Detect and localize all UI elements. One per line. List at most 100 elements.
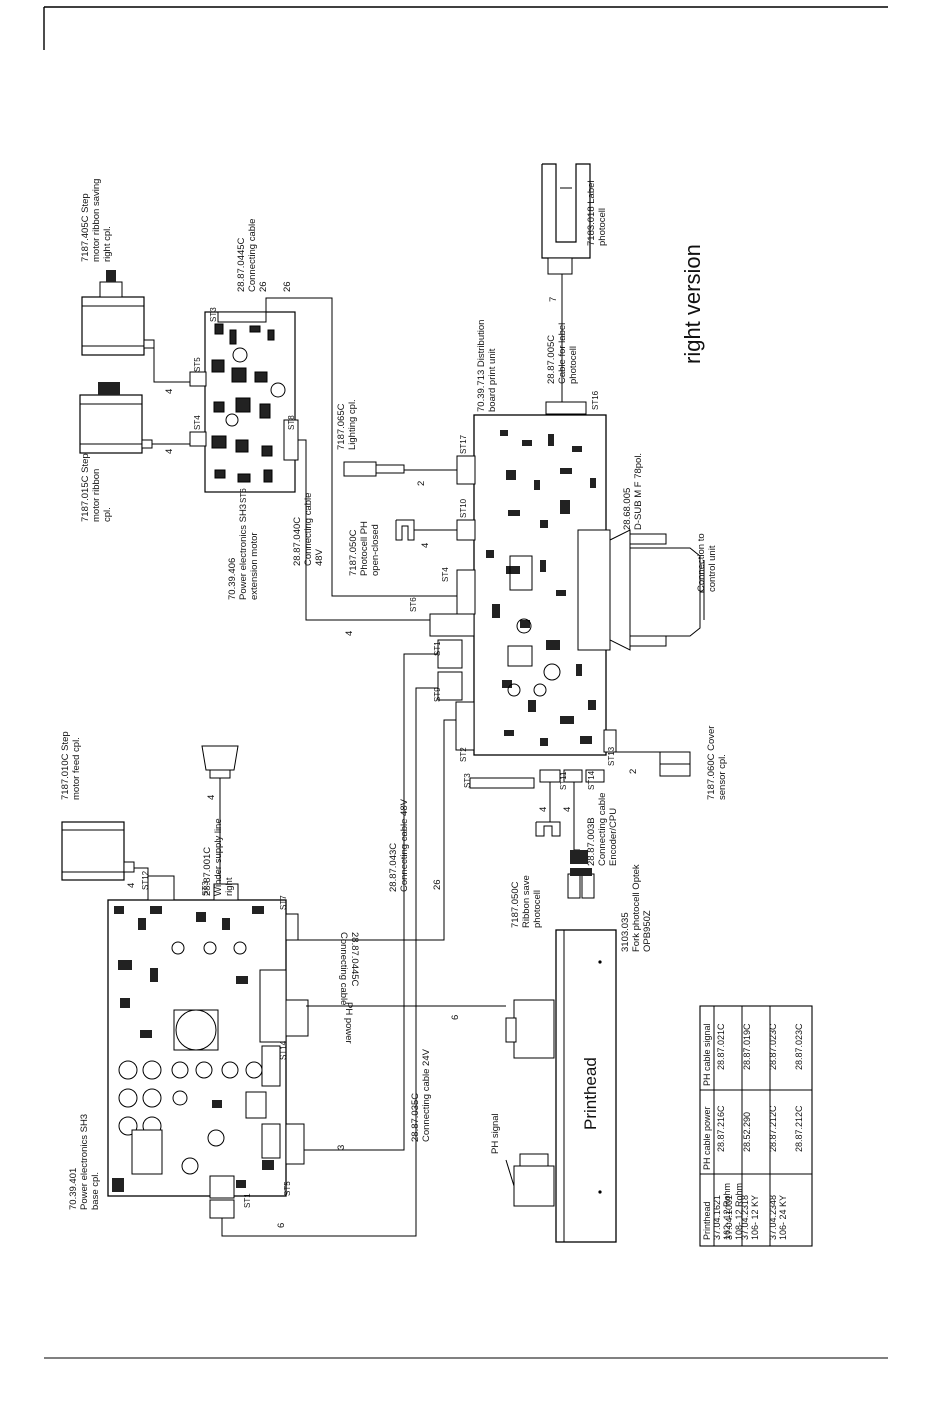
table-header-ph-power: PH cable power bbox=[702, 1106, 712, 1170]
label-cable-043: 28.87.043CConnecting cable 48V bbox=[388, 798, 410, 892]
wire-count-ph-power: 6 bbox=[450, 1015, 461, 1020]
connector-st4-ext: ST4 bbox=[193, 415, 202, 430]
label-control-unit: Connection tocontrol unit bbox=[696, 533, 718, 592]
label-distribution: 70.39.713 Distributionboard print unit bbox=[476, 320, 498, 412]
winder-connector-icon bbox=[201, 745, 239, 779]
label-motor-ribbon-saving: 7187.405C Stepmotor ribbon savingright c… bbox=[80, 179, 113, 262]
label-cable-445-top: 28.87.0445CConnecting cable26 bbox=[236, 219, 269, 292]
table-row-4-signal: 28.87.023C bbox=[794, 1023, 804, 1070]
label-winder: 28.87.001CWinder supply lineright bbox=[202, 818, 235, 896]
label-motor-feed: 7187.010C Stepmotor feed cpl. bbox=[60, 731, 82, 800]
diagram-title: right version bbox=[680, 244, 705, 364]
connector-st4-dist: ST4 bbox=[441, 567, 450, 582]
wire-count-cable-040: 4 bbox=[344, 631, 355, 636]
connector-st17: ST17 bbox=[459, 434, 468, 454]
connector-st2: ST2 bbox=[459, 747, 468, 762]
wire-count-winder: 4 bbox=[206, 795, 217, 800]
step-motor-feed-icon bbox=[61, 821, 135, 881]
wire-count-label: 7 bbox=[548, 297, 559, 302]
connector-st10: ST10 bbox=[459, 498, 468, 518]
wire-count-cable-445-top: 26 bbox=[282, 281, 293, 292]
connector-st14-dist: ST14 bbox=[587, 770, 596, 790]
label-dsub: 28.68.005D-SUB M F 78pol. bbox=[622, 453, 644, 530]
photocell-open-closed-icon bbox=[395, 519, 415, 541]
lighting-icon bbox=[343, 461, 405, 477]
power-electronics-extension-board bbox=[189, 311, 299, 493]
dsub-connector-icon bbox=[609, 529, 705, 651]
connector-st3-base: ST3 bbox=[201, 881, 210, 896]
label-power-extension: 70.39.406Power electronics SH3extension … bbox=[227, 504, 260, 600]
connector-st5-ext: ST5 bbox=[193, 357, 202, 372]
connector-st6-ext: ST6 bbox=[239, 488, 248, 503]
fork-photocell-icon bbox=[567, 868, 595, 899]
label-ph-signal: PH signal bbox=[490, 1113, 501, 1154]
printhead-icon bbox=[505, 929, 617, 1243]
step-motor-ribbon-saving-icon bbox=[81, 270, 155, 356]
wire-count-feed: 4 bbox=[126, 883, 137, 888]
label-ph-power: PH power bbox=[343, 1002, 354, 1044]
table-row-3-part: 37.04.2318106- 12 KY bbox=[740, 1195, 760, 1240]
connector-st5-base: ST5 bbox=[283, 1181, 292, 1196]
wire-feed-motor bbox=[134, 867, 149, 880]
label-photocell-icon bbox=[541, 163, 591, 275]
connector-st11: ST11 bbox=[559, 771, 568, 790]
cover-sensor-icon bbox=[659, 751, 691, 777]
label-label-photocell: 7183.018 Labelphotocell bbox=[586, 180, 608, 246]
label-ribbon-save: 7187.050CRibbon savephotocell bbox=[510, 875, 543, 928]
table-row-2-part: 37.04.1001108- 12 Rohm bbox=[724, 1183, 744, 1240]
connector-st1-dist: ST1 bbox=[433, 641, 442, 656]
wire-count-lighting: 2 bbox=[416, 481, 427, 486]
label-cable-0445-low: 28.87.0445CConnecting cable bbox=[338, 932, 360, 1005]
label-photocell-open: 7187.050CPhotocell PHopen-closed bbox=[348, 521, 381, 576]
wire-cable-445-top bbox=[265, 297, 457, 597]
connector-st3-ext: ST3 bbox=[209, 307, 218, 322]
wire-count-ribbon-save: 4 bbox=[538, 807, 549, 812]
label-cable-035: 28.87.035CConnecting cable 24V bbox=[410, 1048, 432, 1142]
label-power-base: 70.39.401Power electronics SH3base cpl. bbox=[68, 1114, 101, 1210]
power-electronics-base-board bbox=[107, 875, 309, 1219]
table-header-ph-signal: PH cable signal bbox=[702, 1023, 712, 1086]
distribution-board bbox=[429, 401, 617, 789]
wire-count-cable-035: 6 bbox=[276, 1223, 287, 1228]
connector-st3-dist: ST3 bbox=[463, 773, 472, 788]
table-row-3-signal: 28.87.023C bbox=[768, 1023, 778, 1070]
printhead-label: Printhead bbox=[581, 1057, 600, 1130]
connector-st16: ST16 bbox=[591, 390, 600, 410]
wire-count-cable-0445: 26 bbox=[432, 879, 443, 890]
connector-st6-dist: ST6 bbox=[409, 597, 418, 612]
wire-saving-motor bbox=[153, 344, 190, 383]
label-cover-sensor: 7187.060C Coversensor cpl. bbox=[706, 726, 728, 800]
wire-encoder bbox=[573, 782, 580, 851]
table-row-2-power: 28.52.290 bbox=[742, 1112, 752, 1152]
connector-st12: ST12 bbox=[141, 870, 150, 890]
wire-count-photocell-open: 4 bbox=[420, 543, 431, 548]
printhead-cable-table bbox=[699, 1005, 813, 1247]
wire-count-saving: 4 bbox=[164, 389, 175, 394]
ribbon-save-photocell-icon bbox=[535, 821, 561, 837]
wire-cable-035 bbox=[221, 687, 438, 1237]
table-row-1-part: 37.04.1621162- 12 Rohm bbox=[712, 1183, 732, 1240]
label-lighting: 7187.065CLighting cpl. bbox=[336, 399, 358, 450]
wire-count-cable-043: 3 bbox=[336, 1145, 347, 1150]
table-row-2-signal: 28.87.019C bbox=[742, 1023, 752, 1070]
step-motor-ribbon-icon bbox=[79, 382, 153, 454]
wire-cable-0445-low bbox=[298, 719, 456, 941]
connector-st9: ST9 bbox=[433, 687, 442, 702]
wire-cable-043 bbox=[304, 653, 438, 1151]
connector-st8-ext: ST8 bbox=[287, 415, 296, 430]
table-row-3-power: 28.87.212C bbox=[768, 1105, 778, 1152]
label-fork-photocell: 3103.035Fork photocell OptekOPB950Z bbox=[620, 864, 653, 952]
table-row-4-power: 28.87.212C bbox=[794, 1105, 804, 1152]
wire-ph-signal bbox=[505, 1159, 515, 1187]
table-row-1-signal: 28.87.021C bbox=[716, 1023, 726, 1070]
connector-st1-base: ST1 bbox=[243, 1193, 252, 1208]
label-cable-label: 28.87.005CCable for labelphotocell bbox=[546, 323, 579, 384]
wire-count-ribbon: 4 bbox=[164, 449, 175, 454]
label-cable-003: 28.87.003BConnecting cableEncoder/CPU bbox=[586, 793, 619, 866]
connector-st7: ST7 bbox=[279, 895, 288, 910]
wire-count-encoder: 4 bbox=[562, 807, 573, 812]
label-motor-ribbon: 7187.015C Stepmotor ribboncpl. bbox=[80, 453, 113, 522]
table-row-1-power: 28.87.216C bbox=[716, 1105, 726, 1152]
